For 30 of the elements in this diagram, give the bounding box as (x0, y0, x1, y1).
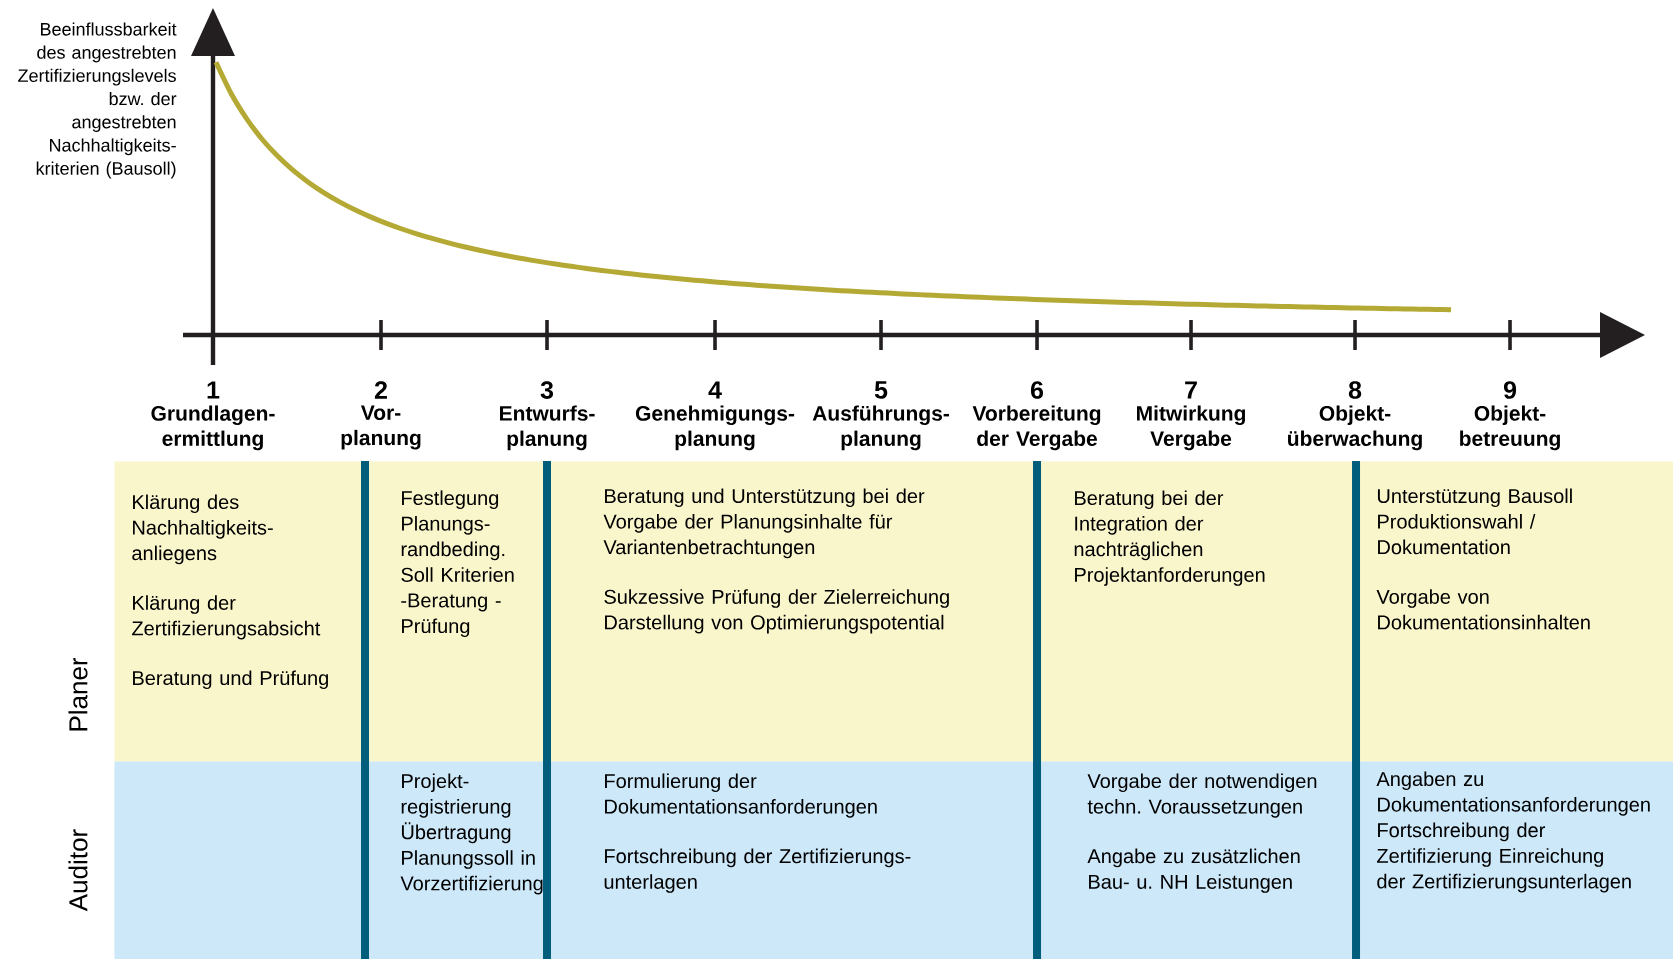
phase-name: Objekt- betreuung (1460, 405, 1560, 451)
cell-text: Festlegung Planungs- randbeding. Soll Kriterien -Beratung -Prüfung (401, 490, 514, 638)
phase-number: 1 (207, 381, 220, 399)
phase-name: Genehmigungs- planung (635, 405, 795, 451)
phase-name: Ausführungs- planung (812, 405, 949, 451)
cell-text: Vorgabe der notwendigen techn. Voraussetzungen Angabe zu zusätzlichen Bau- u. NH Leistungen (1087, 773, 1317, 893)
axis-label: Beeinflussbarkeit des angestrebten Zertifizierungslevels bzw. der angestrebten Nachhaltigkeits- kriterien (Bausoll) (18, 22, 177, 179)
phase-name: Vor- planung (341, 405, 421, 450)
cell-text: Formulierung der Dokumentationsanforderungen Fortschreibung der Zertifizierungs- unterlagen (604, 773, 911, 893)
phase-name: Mitwirkung Vergabe (1137, 405, 1246, 451)
cell-text: Angaben zu Dokumentationsanforderungen Fortschreibung der Zertifizierung Einreichung der Zertifizierungsunterlagen (1376, 771, 1650, 893)
phase-number: 2 (374, 381, 387, 399)
cell-text: Projekt- registrierung Übertragung Planungssoll in Vorzertifizierung (400, 773, 543, 895)
phase-number: 9 (1503, 381, 1517, 399)
node-label: Planer (68, 657, 88, 731)
phase-number: 5 (874, 381, 888, 399)
phase-name: Grundlagen- ermittlung (151, 405, 275, 451)
cell-text: Beratung bei der Integration der nachträglichen Projektanforderungen (1074, 490, 1265, 586)
phase-number: 4 (708, 381, 722, 399)
phase-name: Vorbereitung der Vergabe (972, 405, 1101, 451)
cell-text: Beratung und Unterstützung bei der Vorgabe der Planungsinhalte für Variantenbetrachtungen Sukzessive Prüfung der Zielerreichung Darstellung von Optimierungspotential (603, 488, 949, 634)
phase-number: 6 (1031, 381, 1044, 399)
node-label: Auditor (68, 829, 88, 912)
cell-text: Klärung des Nachhaltigkeits- anliegens Klärung der Zertifizierungsabsicht Beratung und Prüfung (132, 494, 328, 690)
phase-name: Objekt- überwachung (1288, 405, 1422, 451)
cell-text: Unterstützung Bausoll Produktionswahl / Dokumentation Vorgabe von Dokumentationsinhalten (1376, 488, 1590, 630)
phase-number: 3 (540, 381, 554, 399)
phase-number: 7 (1185, 381, 1197, 399)
phase-number: 8 (1348, 381, 1362, 399)
phase-name: Entwurfs- planung (500, 405, 595, 451)
